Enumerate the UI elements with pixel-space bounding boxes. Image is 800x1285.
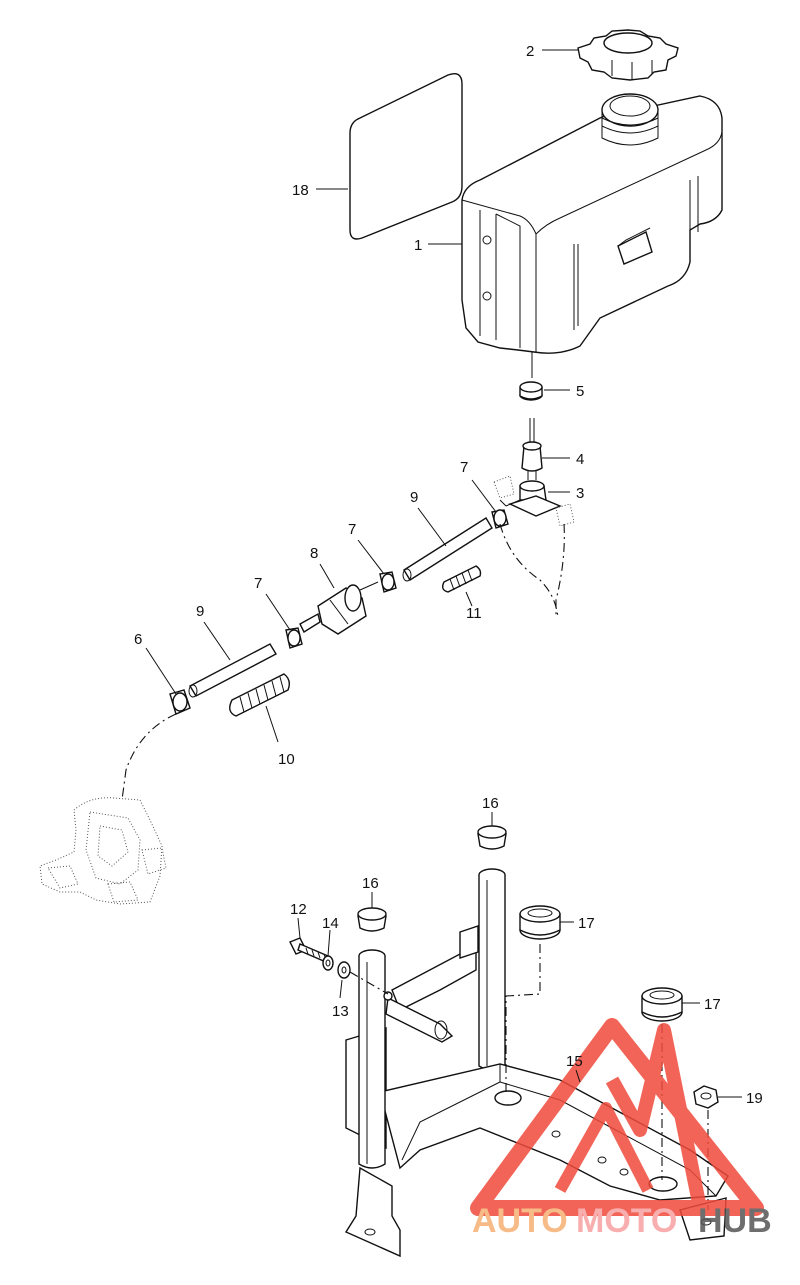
- lock-washer: [322, 955, 334, 971]
- callout-9-upper: 9: [410, 489, 418, 506]
- callout-3: 3: [576, 485, 584, 502]
- frame-grommet-upper: [519, 905, 561, 940]
- watermark-moto: MOTO: [576, 1202, 677, 1240]
- hex-nut: [693, 1085, 719, 1109]
- frame-grommet-lower: [641, 987, 683, 1022]
- callout-labels: 2 18 1 5 4 3 7 9 7 8 7 9 6 10 11 16 16 1…: [134, 43, 763, 1107]
- callout-2: 2: [526, 43, 534, 60]
- callout-17-upper: 17: [578, 915, 595, 932]
- bolt-axis-line: [349, 971, 389, 995]
- tank-fitting: [521, 418, 543, 480]
- callout-7-upper: 7: [460, 459, 468, 476]
- callout-5: 5: [576, 383, 584, 400]
- leader-lines: [145, 49, 742, 1098]
- fuel-cap: [577, 29, 679, 81]
- tank-grommet: [519, 381, 543, 401]
- callout-7-lower: 7: [254, 575, 262, 592]
- callout-14: 14: [322, 915, 339, 932]
- callout-18: 18: [292, 182, 309, 199]
- callout-1: 1: [414, 237, 422, 254]
- callout-8: 8: [310, 545, 318, 562]
- hose-clamp-lower: [285, 627, 303, 649]
- watermark-hub: HUB: [698, 1202, 772, 1240]
- fuel-filter: [299, 581, 379, 635]
- fuel-hose-upper: [402, 517, 493, 582]
- callout-16-rear: 16: [482, 795, 499, 812]
- callout-11: 11: [466, 605, 482, 622]
- callout-12: 12: [290, 901, 307, 918]
- grommet-upper-axis: [505, 944, 541, 1092]
- callout-16-front: 16: [362, 875, 379, 892]
- hose-clamp-upper: [491, 509, 509, 529]
- carburetor-outline: [39, 797, 167, 905]
- fuel-tank: [461, 93, 723, 378]
- hose-spring-guard-upper: [441, 565, 482, 593]
- watermark-logo-triangle: [470, 1018, 764, 1216]
- callout-13: 13: [332, 1003, 349, 1020]
- callout-4: 4: [576, 451, 584, 468]
- callout-7-middle: 7: [348, 521, 356, 538]
- tube-cap-rear: [477, 825, 507, 850]
- callout-17-lower: 17: [704, 996, 721, 1013]
- fuel-hose-lower: [188, 643, 277, 698]
- fuel-valve: [493, 475, 575, 527]
- watermark-auto: AUTO: [472, 1202, 568, 1240]
- callout-19: 19: [746, 1090, 763, 1107]
- hose-spring-guard-lower: [229, 673, 291, 717]
- hose-clamp-middle: [379, 571, 397, 593]
- watermark: AUTO MOTO HUB: [470, 1018, 772, 1240]
- hose-routing-lines: [121, 523, 565, 801]
- frame-bolt: [289, 937, 329, 963]
- tube-cap-front: [357, 907, 387, 932]
- callout-9-lower: 9: [196, 603, 204, 620]
- flat-washer: [337, 961, 351, 979]
- callout-15: 15: [566, 1053, 583, 1070]
- callout-10: 10: [278, 751, 295, 768]
- hose-clamp-end: [169, 689, 191, 715]
- callout-6: 6: [134, 631, 142, 648]
- decal-label: [349, 72, 463, 240]
